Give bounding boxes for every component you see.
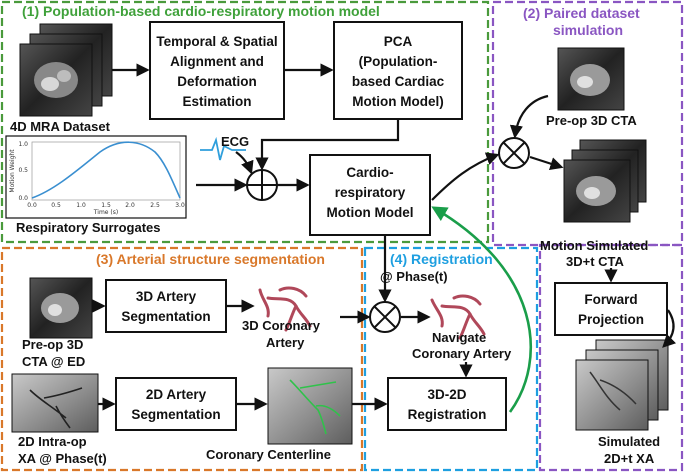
simulated-xa-label-1: Simulated — [598, 434, 660, 449]
pca-box — [333, 21, 463, 120]
panel-paired-title-2: simulation — [553, 22, 623, 38]
navigate-label-2: Coronary Artery — [412, 346, 512, 361]
artery2d-box — [115, 377, 237, 431]
panel-population-border — [0, 0, 490, 244]
coronary-centerline-image — [267, 367, 353, 445]
motion-simulated-label-1: Motion Simulated — [540, 238, 648, 253]
projection-line-2: Projection — [578, 312, 644, 327]
navigate-artery-icon — [430, 294, 486, 340]
surrogates-label: Respiratory Surrogates — [16, 220, 161, 235]
alignment-line-3: Deformation — [177, 74, 257, 89]
xa-intraop-image — [11, 373, 99, 433]
simulated-xa-label-2: 2D+t XA — [604, 451, 655, 466]
motion-model-line-3: Motion Model — [327, 205, 414, 220]
ytick-1: 1.0 — [18, 141, 28, 148]
ecg-icon — [200, 136, 246, 161]
feedback-arrow-registration-to-model — [431, 206, 533, 413]
pca-line-3: based Cardiac — [352, 74, 445, 89]
motion-simulated-label-2: 3D+t CTA — [566, 254, 625, 269]
alignment-line-2: Alignment and — [170, 54, 264, 69]
pca-line-1: PCA — [384, 34, 413, 49]
alignment-box — [149, 21, 285, 120]
projection-line-1: Forward — [584, 292, 637, 307]
arrow-pca-to-plus — [255, 119, 400, 171]
xtick-5: 2.0 — [125, 202, 135, 209]
arrow-multiply-to-simulated — [529, 155, 564, 171]
projection-box — [554, 282, 668, 336]
ytick-2: 0.5 — [18, 167, 28, 174]
registration-line-1: 3D-2D — [427, 387, 466, 402]
registration-box — [387, 377, 507, 431]
panel-population-title: (1) Population-based cardio-respiratory … — [22, 3, 380, 19]
motion-model-line-1: Cardio- — [346, 165, 393, 180]
preop-ed-label-2: CTA @ ED — [22, 354, 85, 369]
panel-paired-lower-border — [538, 243, 684, 472]
artery2d-line-2: Segmentation — [131, 407, 220, 422]
panel-registration-border — [363, 246, 539, 472]
coronary-3d-label-2: Artery — [266, 335, 305, 350]
panel-arterial-border — [0, 246, 364, 472]
pca-line-2: (Population- — [359, 54, 438, 69]
xa-intraop-label-2: XA @ Phase(t) — [18, 451, 107, 466]
xtick-1: 0.0 — [27, 202, 37, 209]
xtick-3: 1.0 — [76, 202, 86, 209]
alignment-line-1: Temporal & Spatial — [156, 34, 277, 49]
simulated-xa-image-stack — [575, 339, 669, 431]
preop-cta-label: Pre-op 3D CTA — [546, 113, 637, 128]
alignment-line-4: Estimation — [182, 94, 251, 109]
pca-line-4: Motion Model) — [352, 94, 443, 109]
artery2d-line-1: 2D Artery — [146, 387, 207, 402]
motion-model-line-2: respiratory — [335, 185, 406, 200]
xtick-7: 3.0 — [175, 202, 185, 209]
phase-label: @ Phase(t) — [380, 269, 448, 284]
motion-simulated-image-stack — [563, 139, 647, 223]
plot-ylabel: Motion Weight — [9, 149, 16, 193]
arrow-motion-model-to-paired — [431, 152, 500, 201]
panel-registration-title: (4) Registration — [390, 251, 493, 267]
multiply-operator-registration — [369, 301, 401, 333]
motion-model-box — [309, 154, 431, 236]
panel-paired-title-1: (2) Paired dataset — [523, 5, 640, 21]
xa-intraop-label-1: 2D Intra-op — [18, 434, 87, 449]
preop-ed-label-1: Pre-op 3D — [22, 337, 83, 352]
plus-operator — [246, 169, 278, 201]
mra-label: 4D MRA Dataset — [10, 119, 111, 134]
respiratory-plot: 1.0 0.5 0.0 0.0 0.5 1.0 1.5 2.0 2.5 3.0 … — [5, 135, 187, 219]
arrow-cta-to-multiply — [509, 94, 549, 139]
xtick-6: 2.5 — [150, 202, 160, 209]
arrow-projection-to-xa — [662, 309, 677, 348]
xtick-4: 1.5 — [101, 202, 111, 209]
registration-line-2: Registration — [408, 407, 487, 422]
artery3d-line-1: 3D Artery — [136, 289, 197, 304]
navigate-label-1: Navigate — [432, 330, 486, 345]
xtick-2: 0.5 — [51, 202, 61, 209]
coronary-3d-icon — [258, 286, 312, 332]
multiply-operator-paired — [498, 137, 530, 169]
preop-ed-image — [29, 277, 93, 339]
ecg-label: ECG — [221, 134, 249, 149]
artery3d-line-2: Segmentation — [121, 309, 210, 324]
artery3d-box — [105, 279, 227, 333]
plot-xlabel: Time (s) — [93, 209, 118, 216]
preop-cta-image — [557, 47, 625, 111]
ytick-3: 0.0 — [18, 195, 28, 202]
coronary-3d-label-1: 3D Coronary — [242, 318, 321, 333]
panel-arterial-title: (3) Arterial structure segmentation — [96, 251, 325, 267]
coronary-centerline-label: Coronary Centerline — [206, 447, 331, 462]
arrow-ecg-to-plus — [235, 151, 254, 175]
mra-image-stack — [19, 23, 113, 117]
